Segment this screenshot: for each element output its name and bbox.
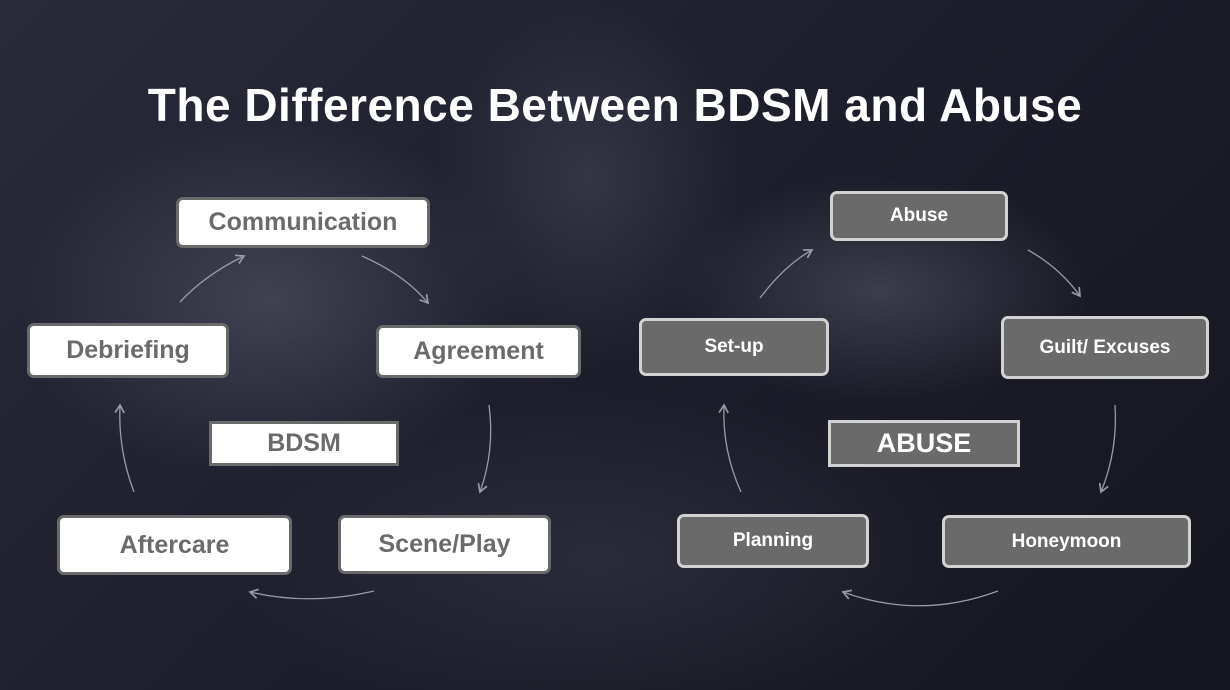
bdsm-step-agreement: Agreement xyxy=(376,325,581,378)
abuse-center-label: ABUSE xyxy=(828,420,1020,467)
abuse-step-guilt-excuses: Guilt/ Excuses xyxy=(1001,316,1209,379)
arrow-guilt-to-honeymoon xyxy=(1098,404,1117,494)
arrow-honeymoon-to-planning xyxy=(841,589,999,607)
abuse-step-set-up: Set-up xyxy=(639,318,829,376)
bdsm-step-communication: Communication xyxy=(176,197,430,248)
abuse-step-planning: Planning xyxy=(677,514,869,568)
arrow-setup-to-abuse xyxy=(759,248,814,299)
bdsm-step-scene-play: Scene/Play xyxy=(338,515,551,574)
arrow-debriefing-to-communication xyxy=(179,254,246,303)
arrow-agreement-to-scene xyxy=(477,404,492,494)
arrow-scene-to-aftercare xyxy=(248,588,375,600)
arrow-communication-to-agreement xyxy=(361,255,430,305)
arrow-aftercare-to-debriefing xyxy=(114,403,135,493)
bdsm-step-debriefing: Debriefing xyxy=(27,323,229,378)
arrow-abuse-to-guilt xyxy=(1027,249,1081,298)
arrow-planning-to-setup xyxy=(718,403,742,493)
abuse-step-abuse: Abuse xyxy=(830,191,1008,241)
bdsm-step-aftercare: Aftercare xyxy=(57,515,292,575)
page-title: The Difference Between BDSM and Abuse xyxy=(147,79,1083,131)
bdsm-center-label: BDSM xyxy=(209,421,399,466)
abuse-step-honeymoon: Honeymoon xyxy=(942,515,1191,568)
